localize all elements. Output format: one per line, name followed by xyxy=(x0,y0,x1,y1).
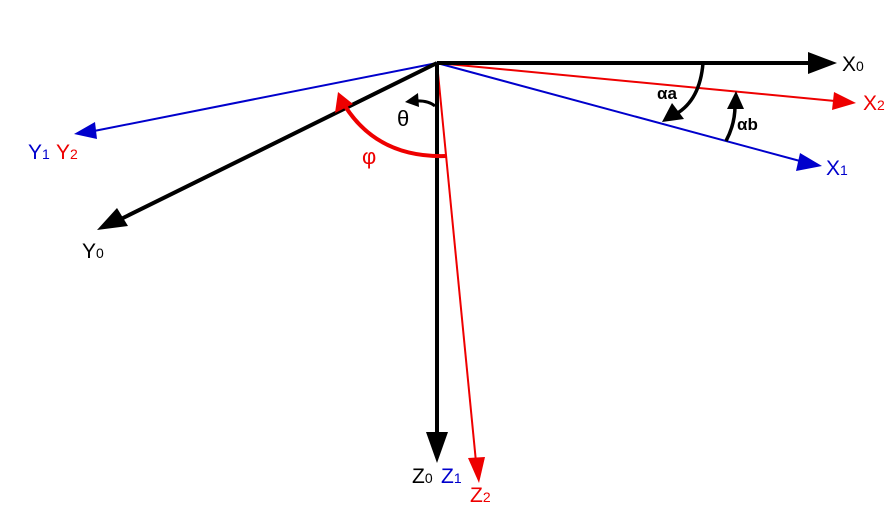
label-phi: φ xyxy=(362,144,376,169)
theta-arrowhead xyxy=(405,93,419,107)
angle-labels: θ φ αa αb xyxy=(362,84,758,169)
frame-2-axes xyxy=(436,62,856,483)
frame-0-axes xyxy=(97,52,837,463)
axis-x1-line xyxy=(436,62,801,162)
alpha-b-arrowhead xyxy=(727,91,744,109)
axis-x0-arrowhead xyxy=(808,52,837,74)
axis-labels: X0 X2 X1 Y1 Y2 Y0 Z0 Z1 Z2 xyxy=(28,53,885,507)
axis-z2-arrowhead xyxy=(468,457,485,483)
phi-arc xyxy=(343,104,447,159)
axis-y0-arrowhead xyxy=(97,208,128,230)
axis-y1-arrowhead xyxy=(74,122,97,139)
label-x1: X1 xyxy=(826,157,848,180)
axis-x1-arrowhead xyxy=(796,153,822,171)
axis-y1-line xyxy=(93,62,438,132)
label-y2: Y2 xyxy=(56,141,78,164)
axis-y0-line xyxy=(120,61,438,221)
axis-z0-arrowhead xyxy=(426,432,448,463)
alpha-a-arc xyxy=(675,62,705,116)
label-z2: Z2 xyxy=(470,484,491,507)
label-theta: θ xyxy=(397,106,409,131)
label-y1: Y1 xyxy=(28,141,50,164)
alpha-a-arrowhead xyxy=(662,103,684,122)
label-alpha-a: αa xyxy=(657,84,677,103)
frame-1-axes xyxy=(74,62,822,171)
label-y0: Y0 xyxy=(82,240,104,263)
alpha-b-arc xyxy=(724,105,737,142)
label-alpha-b: αb xyxy=(737,115,758,134)
angle-arcs xyxy=(335,62,744,159)
axis-x2-arrowhead xyxy=(832,92,856,110)
label-x2: X2 xyxy=(863,92,885,115)
label-z0: Z0 xyxy=(412,465,433,488)
label-z1: Z1 xyxy=(441,465,462,488)
label-x0: X0 xyxy=(842,53,864,76)
axis-x2-line xyxy=(436,62,836,102)
phi-arrowhead xyxy=(335,92,353,113)
axis-z2-line xyxy=(436,62,477,463)
